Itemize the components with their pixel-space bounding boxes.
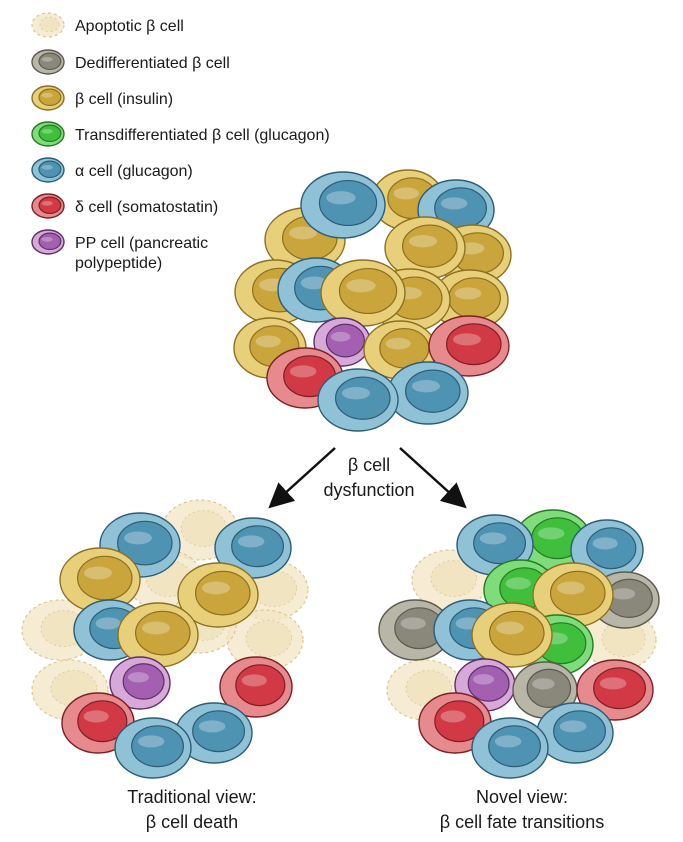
left-cell-9-alpha <box>214 517 292 579</box>
legend-swatch-dediff <box>31 49 65 75</box>
traditional-view-cluster <box>21 499 309 779</box>
right-cell-20-alpha <box>471 717 549 779</box>
legend-swatch-trans <box>31 121 65 147</box>
center-label-line-2: dysfunction <box>323 480 414 500</box>
left-cell-11-beta <box>177 562 259 628</box>
legend-swatch-alpha <box>31 157 65 183</box>
right-cell-6-alpha <box>570 519 644 581</box>
top-cell-17-alpha <box>387 361 469 425</box>
legend-swatch-beta <box>31 85 65 111</box>
left-cell-18-alpha <box>114 717 192 779</box>
legend-label-dediff: Dedifferentiated β cell <box>75 55 230 72</box>
right-cell-17-delta <box>576 659 654 721</box>
legend-swatch-pp <box>31 229 65 255</box>
left-cell-16-delta <box>61 692 135 754</box>
right-cell-14-beta <box>471 602 553 668</box>
legend-label-pp-2: polypeptide) <box>75 255 162 272</box>
right-cell-19-alpha <box>536 702 614 764</box>
top-cell-11-beta <box>320 259 406 327</box>
left-cell-13-beta <box>117 602 199 668</box>
novel-caption-line-1: Novel view: <box>476 787 568 807</box>
top-cell-15-delta <box>428 315 510 377</box>
legend-label-alpha: α cell (glucagon) <box>75 163 193 180</box>
left-cell-4-apoptotic <box>226 609 304 671</box>
right-cell-11-dediff <box>378 599 452 661</box>
right-cell-16-dediff <box>512 661 578 719</box>
left-cell-10-beta <box>59 547 141 613</box>
traditional-caption-line-1: Traditional view: <box>127 787 256 807</box>
legend-label-beta: β cell (insulin) <box>75 91 173 108</box>
top-cell-5-alpha <box>300 171 386 239</box>
left-cell-15-delta <box>219 656 293 718</box>
left-cell-17-alpha <box>175 702 253 764</box>
legend-swatch-delta <box>31 193 65 219</box>
arrow-right <box>399 447 467 509</box>
top-cell-18-alpha <box>317 368 399 432</box>
legend-label-pp-1: PP cell (pancreatic <box>75 235 208 252</box>
legend-label-delta: δ cell (somatostatin) <box>75 199 218 216</box>
center-label-line-1: β cell <box>348 455 390 475</box>
traditional-caption-line-2: β cell death <box>146 812 238 832</box>
right-cell-10-beta <box>532 562 614 628</box>
left-cell-14-pp <box>109 656 171 710</box>
dysfunction-arrows <box>268 447 467 509</box>
legend-label-trans: Transdifferentiated β cell (glucagon) <box>75 127 330 144</box>
healthy-islet-cluster <box>233 169 512 432</box>
novel-caption-line-2: β cell fate transitions <box>440 812 604 832</box>
legend-swatch-apoptotic <box>31 12 65 38</box>
novel-view-cluster <box>378 509 660 779</box>
legend-label-apoptotic: Apoptotic β cell <box>75 18 184 35</box>
arrow-left <box>268 447 336 509</box>
top-cell-6-beta <box>384 216 466 280</box>
